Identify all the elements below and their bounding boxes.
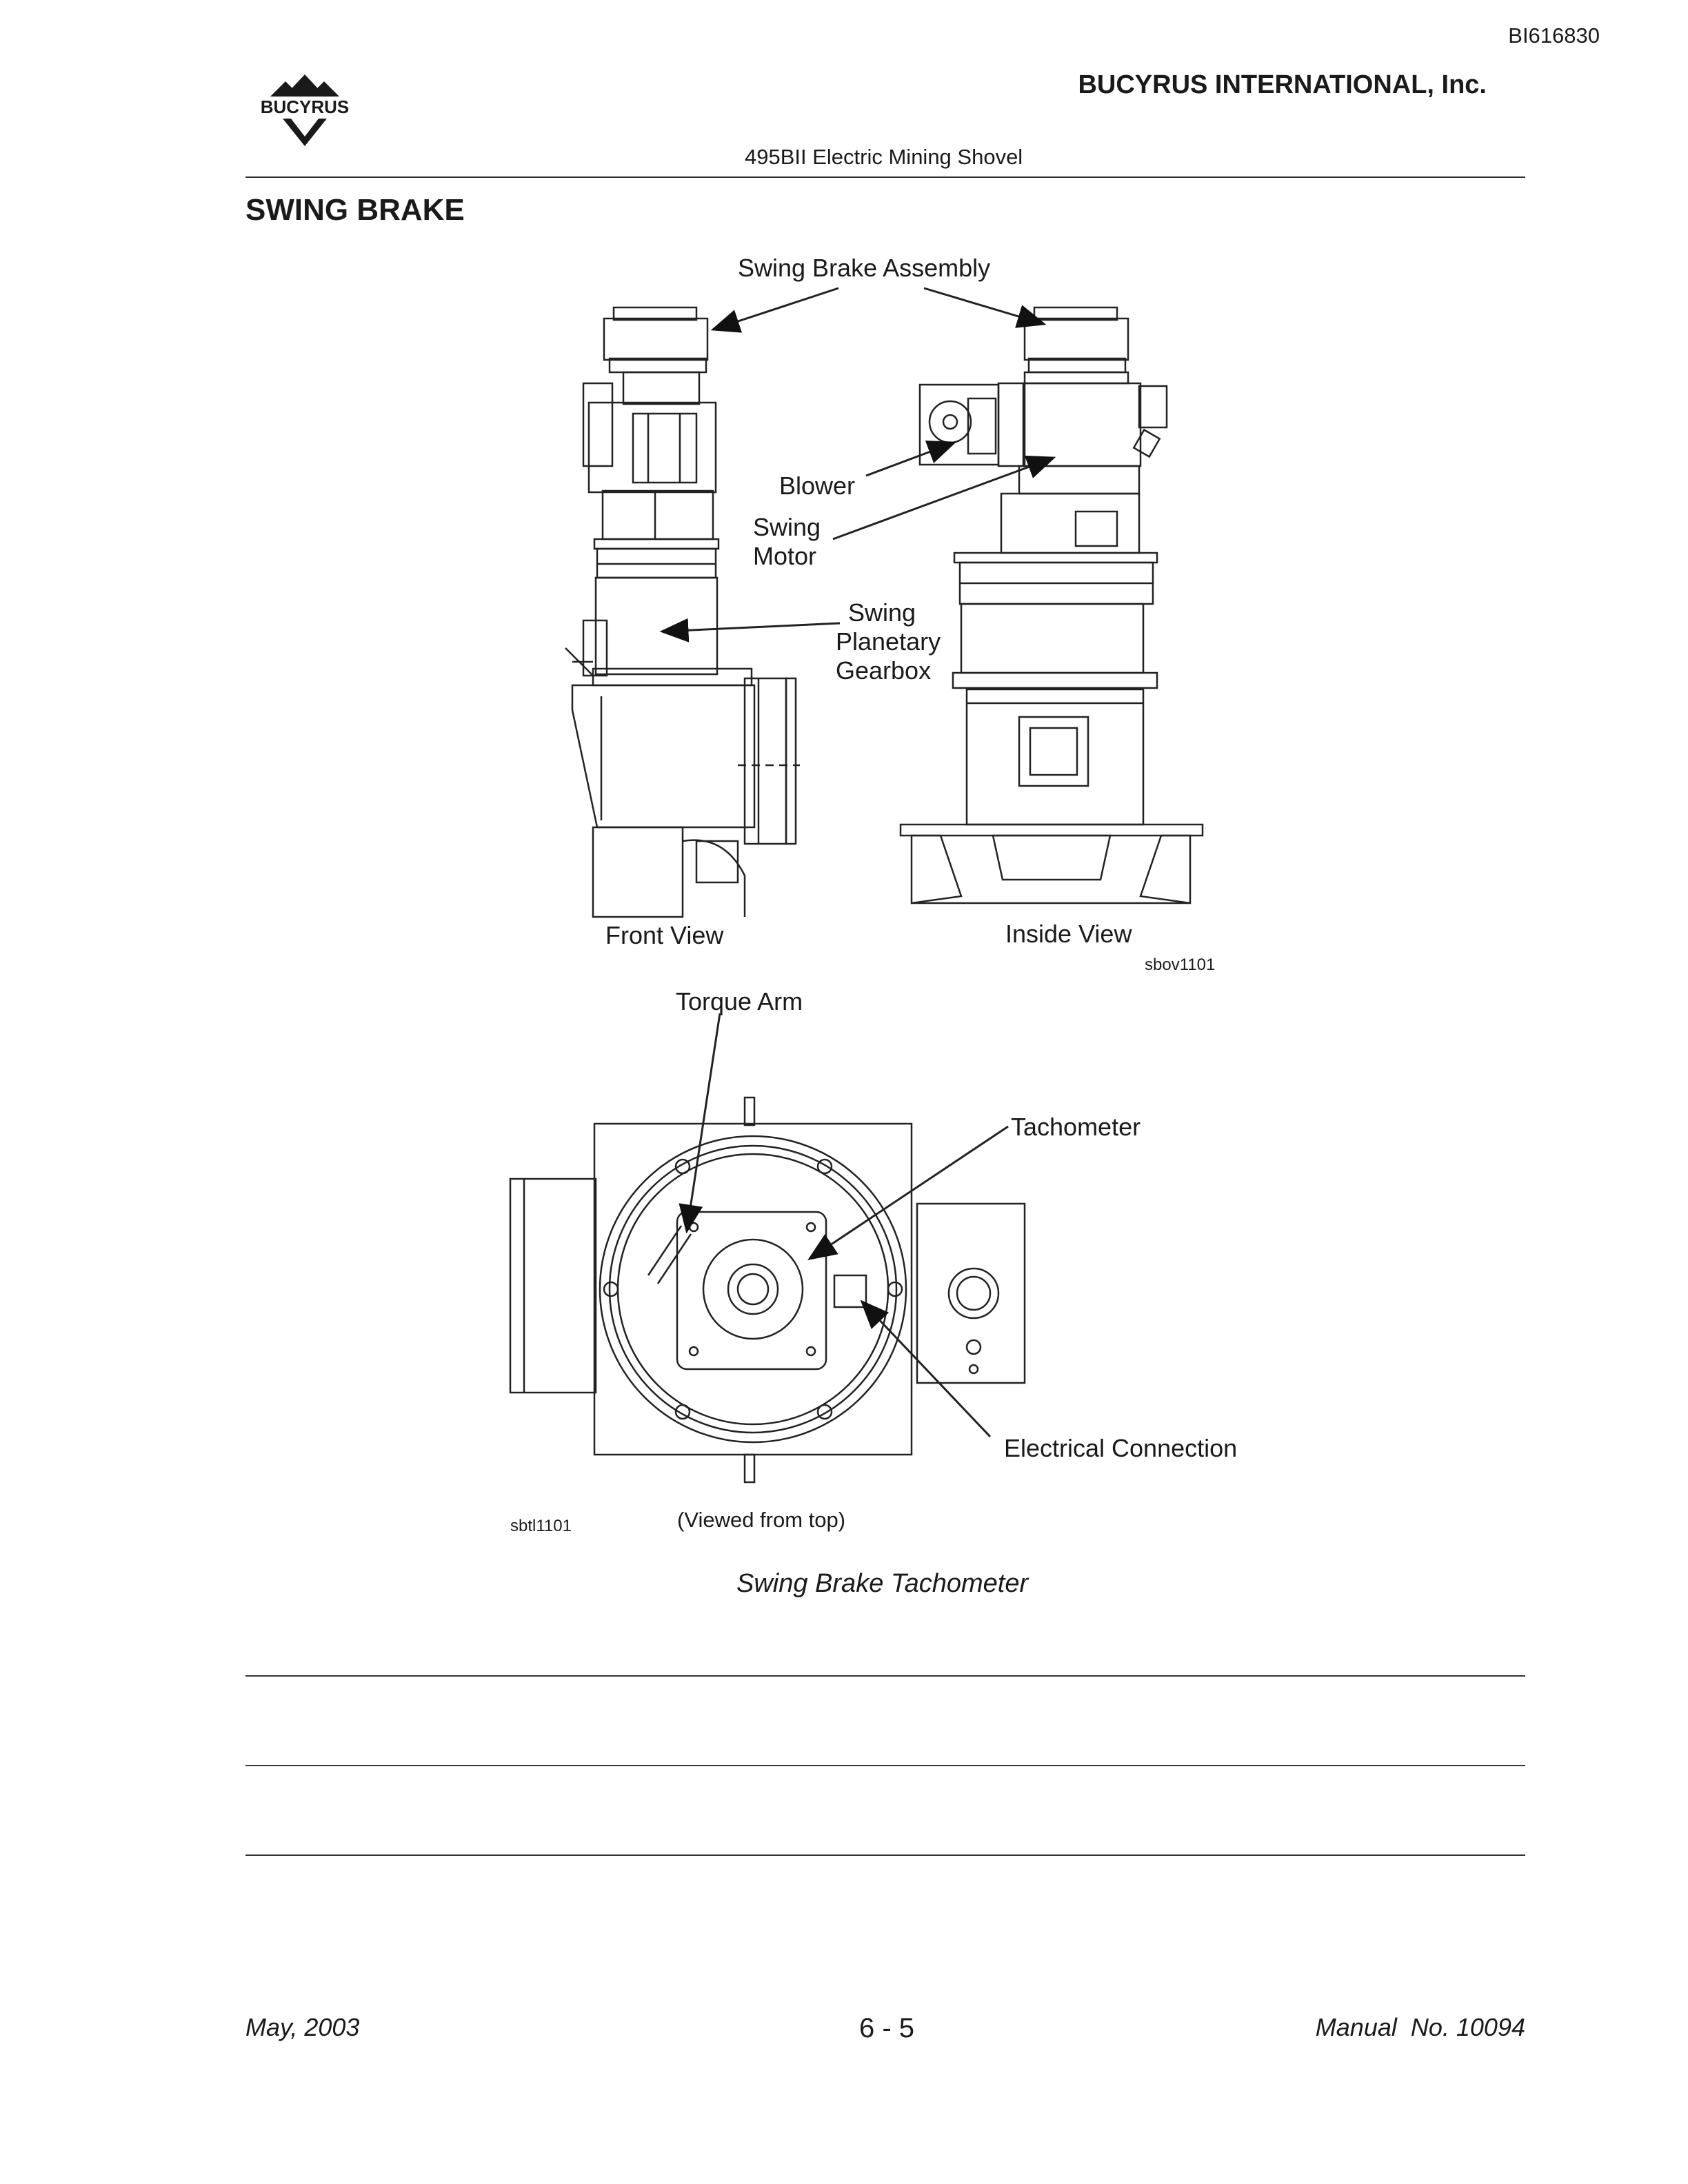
label-swing-motor-line1: Swing [753,513,821,541]
product-name: 495BII Electric Mining Shovel [745,145,1023,169]
label-gearbox-line2: Planetary [836,627,941,656]
front-view-drawing [565,306,800,918]
note-rule-3 [245,1854,1525,1856]
label-gearbox-line1: Swing [848,598,916,627]
label-swing-motor-line2: Motor [753,542,817,570]
label-electrical-connection: Electrical Connection [1004,1434,1238,1462]
label-viewed-from-top: (Viewed from top) [677,1508,846,1532]
footer-date: May, 2003 [245,2013,360,2041]
footer-manual-number: Manual No. 10094 [1315,2013,1525,2041]
label-gearbox-line3: Gearbox [836,656,932,685]
figure2-reference: sbtl1101 [510,1517,572,1535]
header-rule [245,176,1525,178]
bucyrus-logo: BUCYRUS [261,74,350,146]
label-swing-brake-assembly: Swing Brake Assembly [738,254,991,282]
company-name: BUCYRUS INTERNATIONAL, Inc. [1078,70,1487,99]
label-inside-view: Inside View [1005,920,1132,948]
figure1-reference: sbov1101 [1145,956,1216,974]
label-blower: Blower [779,472,856,500]
label-tachometer: Tachometer [1011,1113,1141,1141]
figure-caption: Swing Brake Tachometer [736,1569,1029,1598]
label-torque-arm: Torque Arm [676,987,803,1015]
leader-arrows [659,287,1056,1438]
note-rule-2 [245,1765,1525,1766]
label-front-view: Front View [605,921,724,949]
section-title: SWING BRAKE [245,193,465,227]
footer-page-number: 6 - 5 [859,2013,915,2043]
document-id: BI616830 [1508,23,1600,48]
top-view-drawing [509,1096,1026,1484]
logo-text: BUCYRUS [261,97,350,117]
note-rule-1 [245,1675,1525,1677]
inside-view-drawing [899,306,1204,904]
